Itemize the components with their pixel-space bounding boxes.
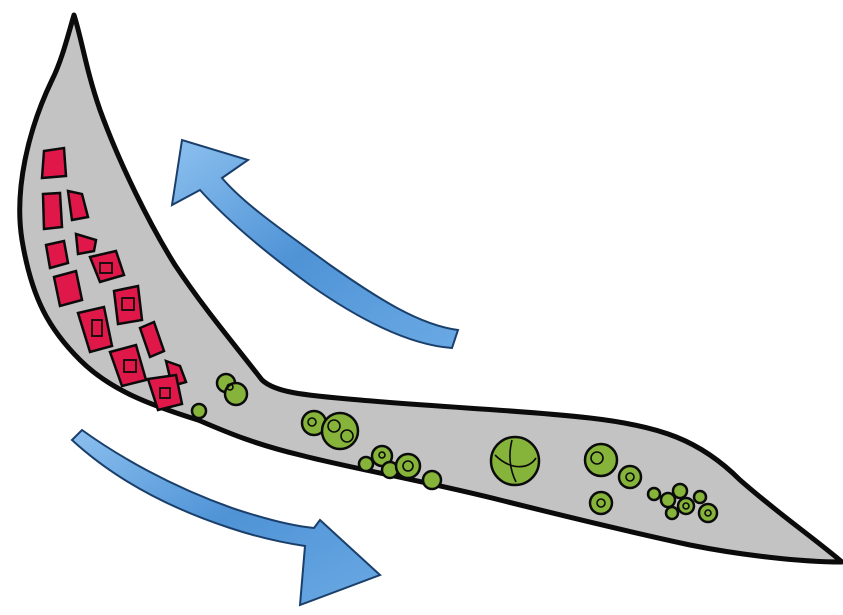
- green-cell: [619, 466, 641, 488]
- green-cell: [590, 492, 612, 514]
- green-cell: [225, 383, 247, 405]
- red-cell: [114, 286, 142, 324]
- green-cell: [666, 507, 678, 519]
- green-cell: [423, 471, 441, 489]
- green-cell: [359, 457, 373, 471]
- green-cell: [585, 444, 617, 476]
- green-cell: [192, 404, 206, 418]
- green-cell: [673, 484, 687, 498]
- green-cell: [648, 488, 660, 500]
- green-cell: [322, 413, 358, 449]
- red-cell: [54, 271, 82, 306]
- green-cell: [491, 437, 539, 485]
- red-cell: [42, 148, 66, 178]
- green-cell: [678, 498, 694, 514]
- red-cell: [43, 193, 62, 229]
- green-cell: [694, 491, 706, 503]
- red-cell: [46, 241, 68, 268]
- green-cell: [699, 504, 717, 522]
- green-cell: [396, 454, 420, 478]
